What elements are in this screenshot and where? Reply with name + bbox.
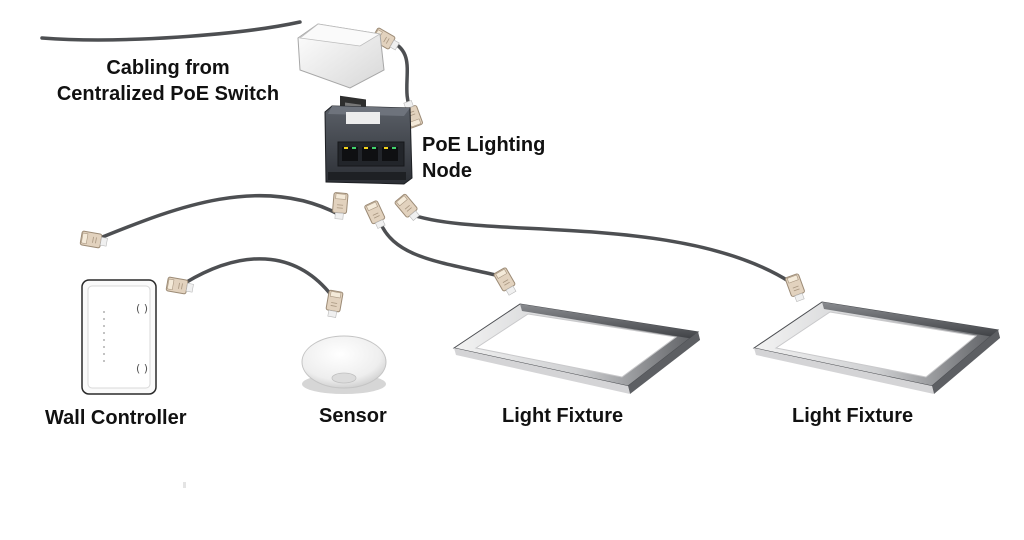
rj45-plug-icon bbox=[79, 230, 109, 250]
cabling-label-line-1: Cabling from bbox=[106, 57, 230, 79]
svg-text:( ): ( ) bbox=[136, 302, 148, 315]
rj45-plug-icon bbox=[331, 191, 349, 221]
cabling-label: Cabling from Centralized PoE Switch bbox=[40, 55, 296, 107]
cabling-label-line-2: Centralized PoE Switch bbox=[56, 83, 280, 105]
light-fixture-2-label: Light Fixture bbox=[792, 405, 914, 427]
node-label-line-1: PoE Lighting bbox=[422, 134, 546, 156]
artifact-mark bbox=[183, 482, 186, 488]
sensor-cable bbox=[183, 257, 334, 298]
uplink-cable bbox=[40, 20, 302, 42]
svg-text:( ): ( ) bbox=[136, 362, 148, 375]
fixture-1-cable bbox=[378, 220, 502, 278]
cables bbox=[40, 20, 792, 298]
node-label: PoE Lighting Node bbox=[422, 132, 545, 184]
rj45-plug-icon bbox=[492, 266, 520, 298]
rj45-plug-icon bbox=[363, 199, 389, 231]
rj45-plug-icon bbox=[784, 272, 808, 304]
node-label-line-2: Node bbox=[422, 160, 472, 182]
light-fixture-2-icon bbox=[752, 301, 1000, 394]
node-to-left-plug-cable bbox=[98, 193, 342, 240]
wall-controller-icon: ( ) ( ) bbox=[81, 279, 157, 395]
wall-controller-label: Wall Controller bbox=[45, 407, 187, 429]
fixture-2-cable bbox=[408, 212, 792, 284]
light-fixture-1-icon bbox=[452, 303, 700, 394]
light-fixture-1-label: Light Fixture bbox=[502, 405, 624, 427]
rj45-plug-icon bbox=[324, 289, 344, 319]
poe-node-icon bbox=[324, 105, 413, 185]
sensor-icon bbox=[301, 335, 387, 394]
sensor-label: Sensor bbox=[319, 405, 387, 427]
